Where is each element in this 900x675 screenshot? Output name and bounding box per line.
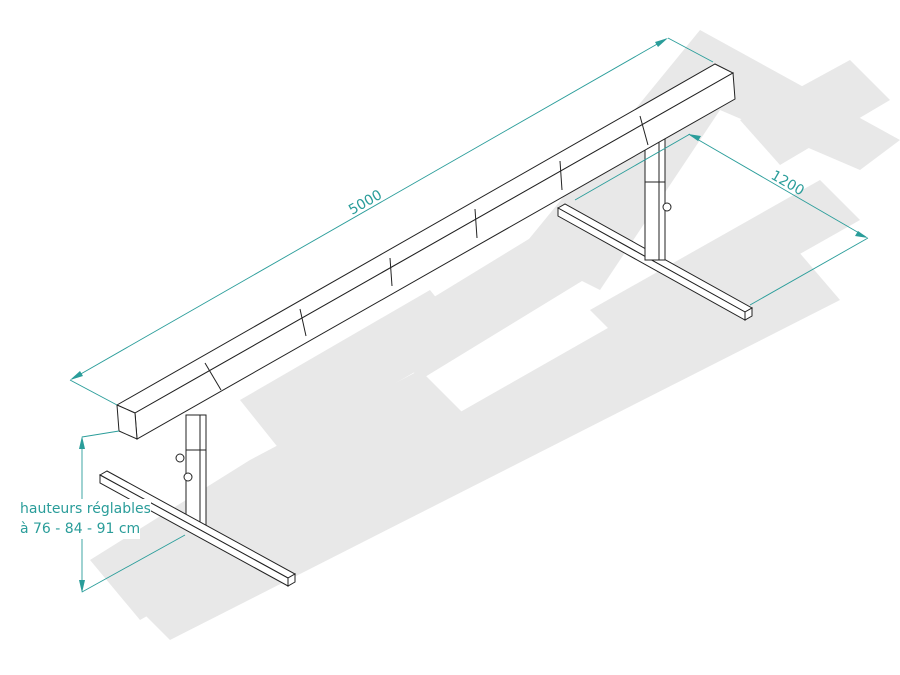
adjust-knob-icon [662, 202, 672, 212]
dima-watermark [90, 30, 900, 640]
height-note-line1: hauteurs réglables [20, 499, 151, 519]
right-leg [556, 134, 754, 321]
height-note: hauteurs réglables à 76 - 84 - 91 cm [20, 499, 151, 539]
adjust-knob-icon [183, 472, 193, 482]
beam [115, 63, 736, 440]
length-label: 5000 [346, 187, 385, 218]
adjust-knob-icon [175, 453, 185, 463]
width-label: 1200 [768, 168, 807, 200]
height-note-line2: à 76 - 84 - 91 cm [20, 519, 141, 539]
